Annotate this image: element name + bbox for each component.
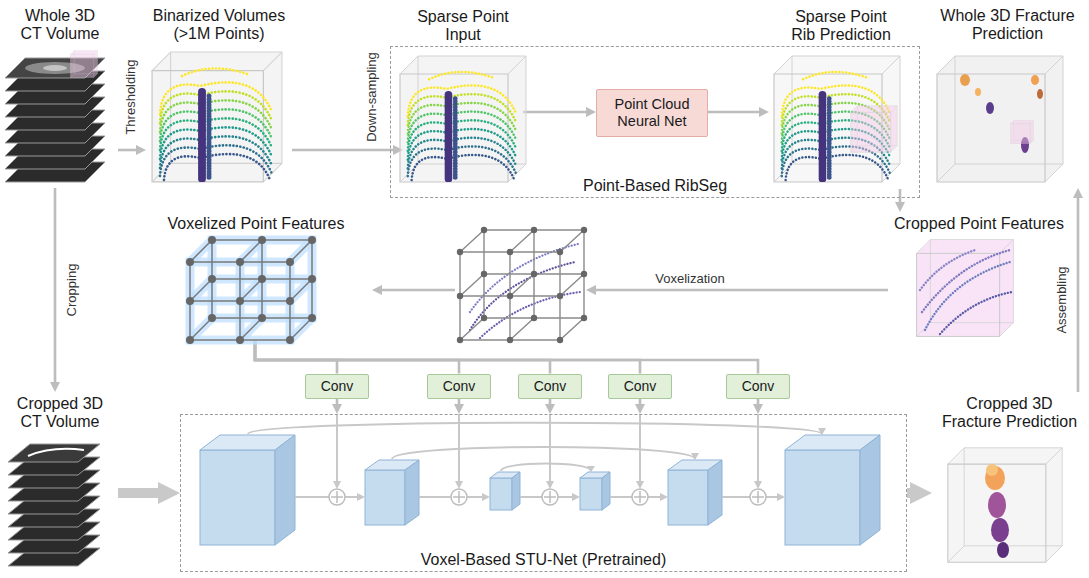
process-box: Conv	[427, 374, 491, 399]
arrow-connector	[549, 399, 552, 405]
panel-heading: Sparse Point Rib Prediction	[784, 5, 898, 45]
image-panel: Whole 3D Fracture Prediction	[930, 4, 1085, 188]
sum-nodes	[329, 489, 766, 505]
panel-heading: Whole 3D Fracture Prediction	[938, 4, 1078, 44]
process-box: Conv	[305, 374, 369, 399]
cropped-ribs	[920, 250, 1012, 334]
image-panel: Cropped 3D CT Volume	[2, 392, 118, 572]
box-label: Conv	[443, 378, 476, 394]
network-blocks	[200, 423, 880, 545]
edge-label: Down-sampling	[365, 50, 379, 144]
edge-label: Cropping	[65, 262, 79, 319]
cropped-ct-stack	[8, 444, 100, 566]
panel-heading: Voxelized Point Features	[140, 212, 372, 233]
process-box: Conv	[608, 374, 672, 399]
panel-heading: Cropped 3D CT Volume	[8, 392, 112, 432]
edge-label: Assembling	[1055, 264, 1069, 335]
arrow-connector	[255, 340, 758, 374]
box-label: Conv	[742, 378, 775, 394]
arrow-connector	[708, 111, 759, 114]
voxelized-grid	[186, 236, 316, 344]
box-label: Point Cloud Neural Net	[602, 96, 702, 129]
process-box: Conv	[518, 374, 582, 399]
fracture-blobs	[960, 74, 1043, 153]
image-panel: Sparse Point Input	[403, 5, 523, 189]
arrow-connector	[118, 488, 158, 498]
cropped-fracture-blobs	[985, 464, 1009, 558]
arrow-connector	[757, 399, 760, 405]
box-label: Conv	[321, 378, 354, 394]
edge-label: Voxelization	[653, 272, 726, 286]
arrow-connector	[118, 149, 136, 152]
group-label: Voxel-Based STU-Net (Pretrained)	[181, 551, 906, 569]
arrow-connector	[255, 340, 640, 374]
voxel-grid	[455, 222, 596, 344]
image-panel: Sparse Point Rib Prediction	[769, 5, 913, 189]
dashed-group: Voxel-Based STU-Net (Pretrained)	[180, 414, 907, 572]
panel-heading: Whole 3D CT Volume	[14, 4, 106, 44]
panel-heading: Binarized Volumes (>1M Points)	[146, 4, 292, 44]
arrow-connector	[255, 340, 337, 374]
dashed-group: Point-Based RibSegSparse Point InputPoin…	[390, 46, 920, 198]
process-box: Point Cloud Neural Net	[596, 89, 708, 137]
arrow-connector	[255, 340, 550, 374]
box-label: Conv	[534, 378, 567, 394]
box-label: Conv	[624, 378, 657, 394]
image-panel: Voxelized Point Features	[140, 212, 372, 340]
network-flow	[295, 414, 778, 497]
arrow-connector	[639, 399, 642, 405]
image-panel: Binarized Volumes (>1M Points)	[146, 4, 292, 188]
arrow-connector	[907, 488, 910, 498]
process-box: Conv	[726, 374, 790, 399]
arrow-connector	[458, 399, 461, 405]
arrow-connector	[54, 188, 57, 382]
image-panel: Cropped 3D Fracture Prediction	[932, 392, 1087, 572]
edge-label: Thresholding	[124, 57, 138, 136]
arrow-connector	[336, 399, 339, 405]
arrow-connector	[523, 111, 586, 114]
arrow-connector	[899, 189, 902, 202]
panel-heading: Cropped Point Features	[888, 212, 1070, 233]
image-panel: Whole 3D CT Volume	[2, 4, 118, 188]
group-label: Point-Based RibSeg	[391, 177, 919, 195]
panel-heading: Cropped 3D Fracture Prediction	[939, 392, 1081, 432]
flow-heads	[333, 481, 785, 501]
arrow-connector	[255, 340, 459, 374]
panel-heading: Sparse Point Input	[403, 5, 523, 45]
image-panel: Cropped Point Features	[888, 212, 1070, 340]
arrow-connector	[1077, 198, 1080, 392]
arrow-connector	[292, 149, 393, 152]
